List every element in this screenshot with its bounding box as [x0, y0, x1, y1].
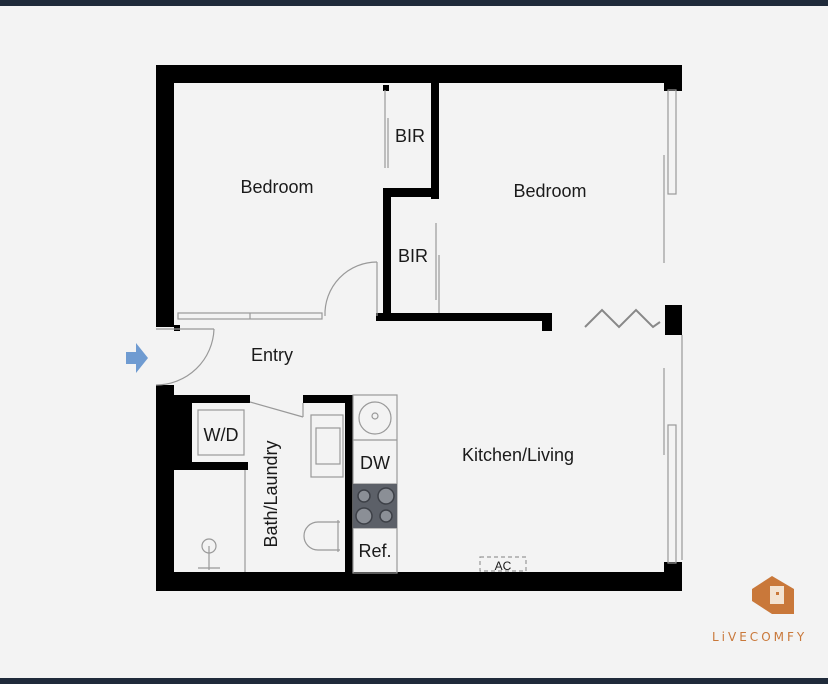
- room-label: Bedroom: [240, 177, 313, 197]
- brand-logo-icon: [752, 576, 794, 614]
- room-label: Bedroom: [513, 181, 586, 201]
- room-label: AC: [495, 559, 512, 573]
- room-label: Kitchen/Living: [462, 445, 574, 465]
- entry-arrow-icon: [126, 343, 148, 373]
- room-label: Entry: [251, 345, 293, 365]
- room-label: W/D: [204, 425, 239, 445]
- room-label: BIR: [398, 246, 428, 266]
- bottom-bar: [0, 678, 828, 684]
- brand-name: LiVECOMFY: [712, 630, 808, 644]
- walls: [156, 65, 682, 591]
- top-bar: [0, 0, 828, 6]
- room-label: BIR: [395, 126, 425, 146]
- room-label: Ref.: [358, 541, 391, 561]
- room-label: Bath/Laundry: [261, 440, 281, 547]
- room-label: DW: [360, 453, 390, 473]
